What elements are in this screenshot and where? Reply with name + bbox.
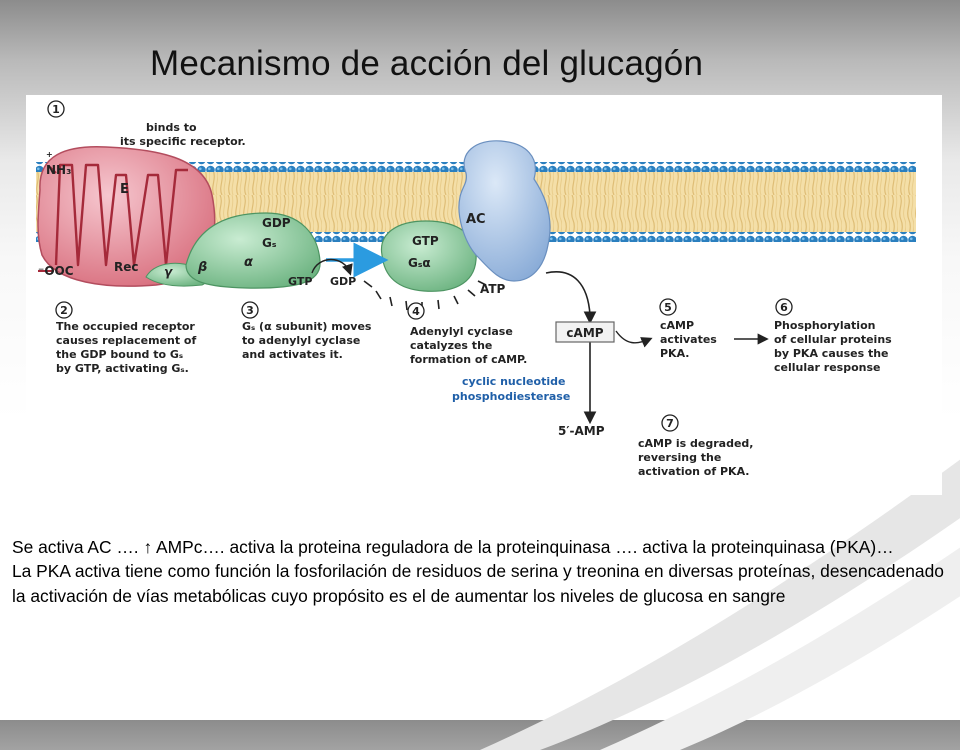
glucagon-mechanism-figure: cAMP + NH₃ ⁻OOC E Rec γ β α GDP Gₛ GTP G… xyxy=(26,95,942,495)
camp-label: cAMP xyxy=(566,326,603,340)
ooc-label: ⁻OOC xyxy=(38,264,74,278)
svg-text:the GDP bound to Gₛ: the GDP bound to Gₛ xyxy=(56,348,183,361)
gtp-bound-label: GTP xyxy=(412,234,439,248)
svg-text:cellular response: cellular response xyxy=(774,361,881,374)
svg-text:cAMP is degraded,: cAMP is degraded, xyxy=(638,437,753,450)
g-protein xyxy=(145,212,321,289)
rec-label: Rec xyxy=(114,260,139,274)
amp-label: 5′-AMP xyxy=(558,424,605,438)
step-1: 1 binds to its specific receptor. xyxy=(47,100,246,148)
step-7: 7 cAMP is degraded, reversing the activa… xyxy=(638,414,753,478)
svg-text:cAMP: cAMP xyxy=(660,319,694,332)
glucagon-receptor xyxy=(37,146,216,287)
svg-text:The occupied receptor: The occupied receptor xyxy=(56,320,195,333)
svg-text:activates: activates xyxy=(660,333,717,346)
svg-text:Adenylyl cyclase: Adenylyl cyclase xyxy=(410,325,513,338)
svg-text:2: 2 xyxy=(60,304,68,317)
svg-text:Gₛ (α subunit) moves: Gₛ (α subunit) moves xyxy=(242,320,372,333)
plus-label: + xyxy=(46,150,53,159)
svg-text:causes replacement of: causes replacement of xyxy=(56,334,196,347)
gs-alpha-subunit xyxy=(380,220,477,292)
beta-label: β xyxy=(197,260,207,275)
svg-text:Phosphorylation: Phosphorylation xyxy=(774,319,875,332)
nh3-label: NH₃ xyxy=(46,163,71,177)
svg-text:6: 6 xyxy=(780,301,788,314)
ac-label: AC xyxy=(466,212,486,227)
alpha-label: α xyxy=(244,255,253,270)
gdp-bound-label: GDP xyxy=(262,216,291,230)
camp-to-pka-arrow xyxy=(615,330,653,348)
slide-title: Mecanismo de acción del glucagón xyxy=(150,44,704,83)
svg-text:5: 5 xyxy=(664,301,672,314)
svg-text:formation of cAMP.: formation of cAMP. xyxy=(410,353,527,366)
svg-text:activation of PKA.: activation of PKA. xyxy=(638,465,749,478)
step-4: 4 Adenylyl cyclase catalyzes the formati… xyxy=(407,302,527,366)
svg-text:by PKA causes the: by PKA causes the xyxy=(774,347,889,360)
svg-text:reversing the: reversing the xyxy=(638,451,721,464)
explanation-paragraph-2: La PKA activa tiene como función la fosf… xyxy=(12,561,944,606)
atp-label: ATP xyxy=(480,282,506,296)
pde-label-line1: cyclic nucleotide xyxy=(462,375,565,388)
camp-box xyxy=(555,321,615,343)
step-3: 3 Gₛ (α subunit) moves to adenylyl cycla… xyxy=(241,301,372,361)
svg-text:3: 3 xyxy=(246,304,254,317)
svg-text:by GTP, activating Gₛ.: by GTP, activating Gₛ. xyxy=(56,362,189,375)
explanation-paragraph-1: Se activa AC …. ↑ AMPc…. activa la prote… xyxy=(12,537,894,557)
svg-text:4: 4 xyxy=(412,305,420,318)
gamma-label: γ xyxy=(164,265,173,279)
gtp-gdp-exchange-arrow xyxy=(311,258,353,276)
svg-text:1: 1 xyxy=(52,103,60,116)
explanation-text: Se activa AC …. ↑ AMPc…. activa la prote… xyxy=(12,535,952,608)
gtp-free-label: GTP xyxy=(288,275,312,288)
activation-sparks xyxy=(363,280,487,311)
step-6: 6 Phosphorylation of cellular proteins b… xyxy=(774,298,892,374)
mechanism-diagram: cAMP + NH₃ ⁻OOC E Rec γ β α GDP Gₛ GTP G… xyxy=(36,100,916,478)
gs-alpha-label: Gₛα xyxy=(408,256,431,270)
step-2: 2 The occupied receptor causes replaceme… xyxy=(55,301,196,375)
atp-to-camp-arrow xyxy=(545,271,597,325)
svg-text:PKA.: PKA. xyxy=(660,347,689,360)
svg-text:7: 7 xyxy=(666,417,674,430)
svg-text:its specific receptor.: its specific receptor. xyxy=(120,135,246,148)
adenylyl-cyclase xyxy=(458,140,551,282)
gdp-free-label: GDP xyxy=(330,275,356,288)
svg-text:and activates it.: and activates it. xyxy=(242,348,343,361)
gs-label: Gₛ xyxy=(262,236,277,250)
e-label: E xyxy=(120,182,129,197)
svg-text:binds to: binds to xyxy=(146,121,197,134)
svg-text:catalyzes the: catalyzes the xyxy=(410,339,492,352)
step-5: 5 cAMP activates PKA. xyxy=(659,298,717,360)
svg-text:of cellular proteins: of cellular proteins xyxy=(774,333,892,346)
pde-label-line2: phosphodiesterase xyxy=(452,390,570,403)
svg-text:to adenylyl cyclase: to adenylyl cyclase xyxy=(242,334,360,347)
